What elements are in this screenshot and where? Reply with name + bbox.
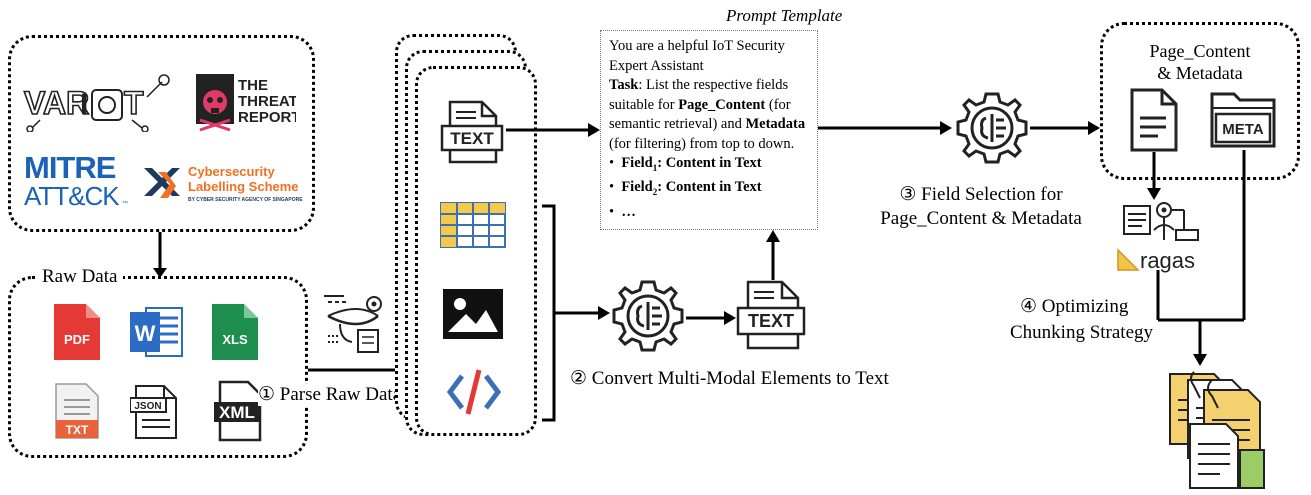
cls-logo: Cybersecurity Labelling Scheme BY CYBER … (140, 158, 310, 208)
svg-text:REPORT: REPORT (238, 109, 296, 126)
chunk-documents-stack (1160, 364, 1270, 495)
gear-to-text-arrow (686, 311, 736, 325)
prompt-task: Task: List the respective fields suitabl… (609, 77, 806, 152)
word-file-icon: W (128, 304, 184, 365)
xls-file-icon: XLS (212, 304, 258, 365)
prompt-bullet-2: • Field2: Content in Text (609, 179, 762, 198)
svg-text:™: ™ (122, 200, 128, 207)
svg-text:PDF: PDF (64, 332, 90, 347)
text-to-prompt-arrow (766, 230, 780, 280)
converted-text-icon: TEXT (736, 280, 808, 355)
svg-text:W: W (135, 321, 156, 346)
svg-text:THREAT: THREAT (238, 93, 296, 110)
prompt-bullet-3: • … (609, 203, 636, 220)
step3-label: ③ Field Selection for Page_Content & Met… (880, 184, 1082, 229)
svg-text:ragas: ragas (1140, 248, 1195, 273)
ragas-logo: ragas (1116, 244, 1206, 279)
llm-to-output-arrow (1030, 121, 1100, 135)
svg-text:ATT&CK: ATT&CK (24, 181, 120, 211)
text-to-prompt-horizontal-arrow (506, 123, 600, 137)
svg-text:META: META (1222, 121, 1264, 138)
llm-gear-icon-step2 (610, 278, 686, 359)
sources-to-raw-arrow (153, 232, 167, 278)
svg-text:Cybersecurity: Cybersecurity (188, 164, 275, 179)
step1-label: ① Parse Raw Data (258, 384, 402, 406)
svg-text:Labelling Scheme: Labelling Scheme (188, 179, 299, 194)
json-file-icon: JSON (129, 384, 180, 445)
svg-text:THE: THE (238, 77, 268, 94)
sources-box (8, 35, 315, 232)
svg-text:MITRE: MITRE (24, 150, 116, 185)
prompt-template-box: You are a helpful IoT Security Expert As… (600, 30, 818, 230)
step2-label: ② Convert Multi-Modal Elements to Text (570, 368, 889, 389)
raw-data-label: Raw Data (36, 266, 124, 288)
mitre-attack-logo: MITRE ATT&CK ™ (24, 150, 136, 212)
svg-text:JSON: JSON (134, 401, 161, 412)
svg-text:T: T (124, 85, 144, 121)
svg-text:TEXT: TEXT (748, 311, 794, 331)
svg-text:VAR: VAR (24, 85, 89, 121)
svg-text:BY CYBER SECURITY AGENCY OF SI: BY CYBER SECURITY AGENCY OF SINGAPORE (188, 197, 303, 203)
svg-text:XLS: XLS (222, 332, 248, 347)
svg-text:TXT: TXT (66, 423, 89, 437)
llm-gear-icon-step3 (954, 90, 1030, 171)
step4-label: ④ Optimizing Chunking Strategy (1010, 296, 1154, 343)
xml-file-icon: XML (212, 380, 264, 447)
variot-logo: VAR T I (22, 72, 172, 133)
content-to-ragas-arrow (1147, 152, 1161, 200)
prompt-template-title: Prompt Template (726, 6, 843, 25)
prompt-bullet-1: • Field1: Content in Text (609, 155, 762, 173)
to-chunks-connectors (1156, 150, 1246, 366)
text-document-icon: TEXT (440, 100, 506, 169)
svg-text:TEXT: TEXT (450, 129, 494, 148)
svg-text:XML: XML (219, 403, 255, 422)
code-icon (446, 366, 502, 423)
page-content-document-icon (1130, 88, 1178, 157)
output-box-title: Page_Content & Metadata (1149, 41, 1251, 83)
prompt-to-llm-arrow (818, 121, 952, 135)
table-icon (440, 202, 506, 253)
svg-text:I: I (80, 88, 88, 121)
parser-icon (318, 290, 390, 361)
prompt-intro: You are a helpful IoT Security Expert As… (609, 38, 785, 74)
image-icon (442, 288, 504, 345)
threat-report-logo: THE THREAT REPORT (186, 68, 301, 138)
pdf-file-icon: PDF (54, 304, 100, 365)
meta-folder-icon: META (1210, 88, 1276, 153)
txt-file-icon: TXT (54, 382, 100, 445)
multimodal-bracket (542, 204, 610, 422)
ragas-evaluation-icon (1118, 196, 1208, 253)
